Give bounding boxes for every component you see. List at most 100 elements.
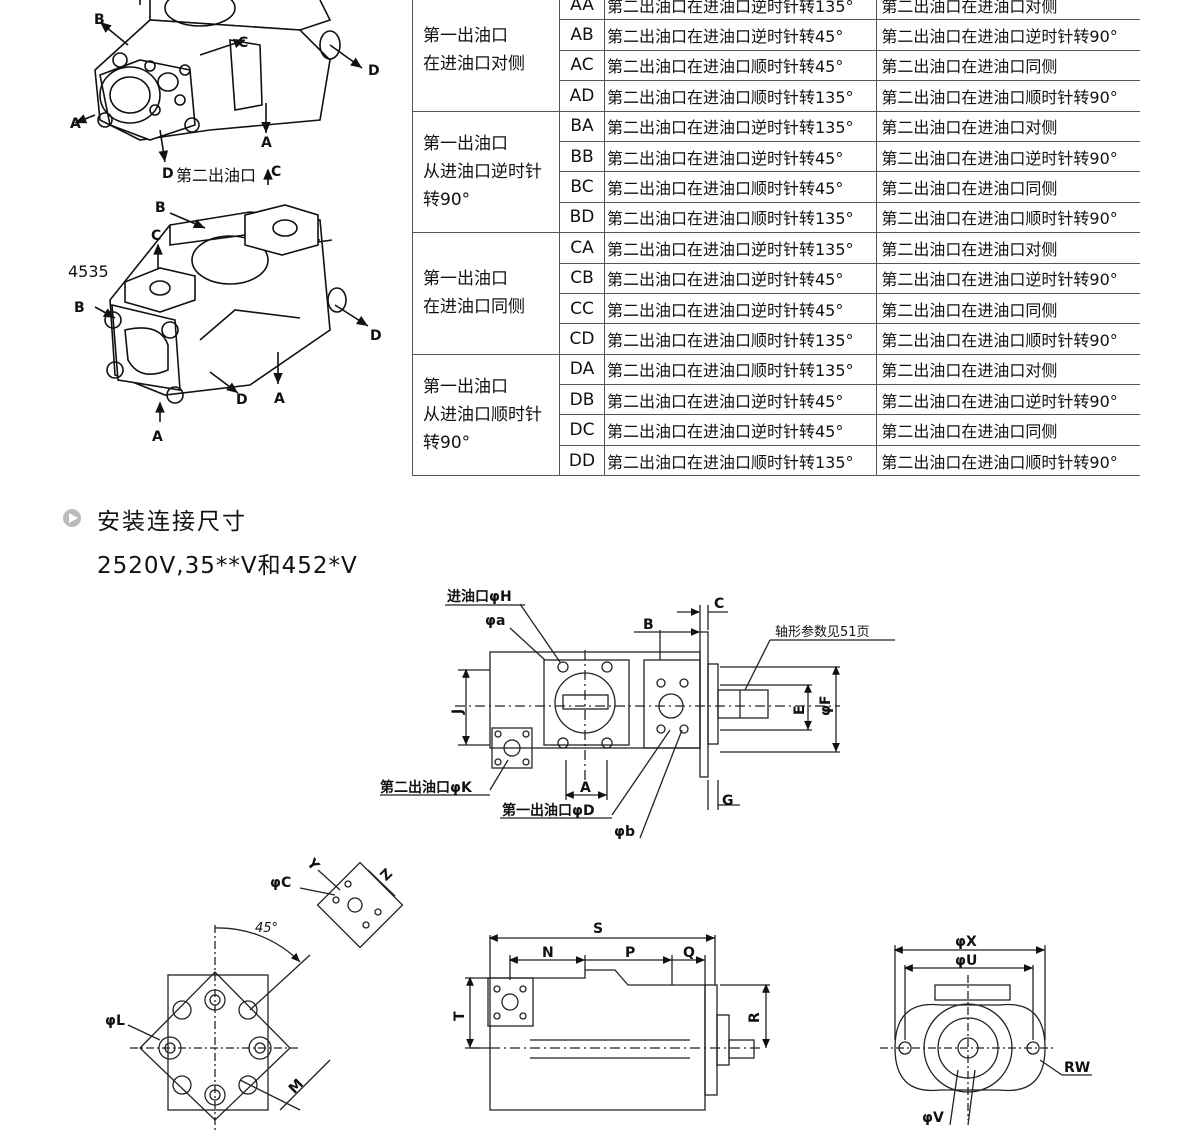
- code-cell: CD: [559, 323, 605, 355]
- note-cell: 第二出油口在进油口顺时针转90°: [876, 80, 1140, 112]
- fig-bottom-model: 4535: [68, 262, 109, 281]
- code-cell: AB: [559, 19, 605, 51]
- pump-figure-bottom: [94, 204, 369, 422]
- note-cell: 第二出油口在进油口逆时针转90°: [876, 384, 1140, 416]
- fig-top-label-c: C: [238, 35, 248, 51]
- fig-bottom-label-b: B: [155, 200, 166, 216]
- main-first-outlet: 第一出油口φD: [502, 802, 595, 819]
- note-cell: 第二出油口在进油口顺时针转90°: [876, 445, 1140, 477]
- fig-bottom-label-a2: A: [152, 429, 163, 445]
- code-cell: BD: [559, 202, 605, 234]
- code-cell: BA: [559, 111, 605, 142]
- end-phi-v: φV: [922, 1110, 944, 1126]
- code-cell: AC: [559, 50, 605, 82]
- second-outlet-cell: 第二出油口在进油口顺时针转45°: [604, 50, 878, 82]
- fig-top-label-d2: D: [162, 166, 174, 182]
- second-outlet-cell: 第二出油口在进油口逆时针转45°: [604, 293, 878, 325]
- main-phi-a: φa: [485, 613, 505, 629]
- code-cell: DD: [559, 445, 605, 477]
- code-cell: BB: [559, 141, 605, 173]
- fig-bottom-label-d: D: [370, 328, 382, 344]
- note-cell: 第二出油口在进油口对侧: [876, 232, 1140, 264]
- note-cell: 第二出油口在进油口对侧: [876, 354, 1140, 386]
- second-outlet-cell: 第二出油口在进油口顺时针转135°: [604, 323, 878, 355]
- group-label-line: 第一出油口: [423, 269, 508, 290]
- flange-phi-l: φL: [105, 1013, 125, 1029]
- note-cell: 第二出油口在进油口对侧: [876, 111, 1140, 142]
- main-shaft-note: 轴形参数见51页: [775, 624, 870, 640]
- group-label-line: 从进油口逆时针: [423, 161, 542, 182]
- group-label-line: 第一出油口: [423, 133, 508, 154]
- group-label-line: 第一出油口: [423, 376, 508, 397]
- main-g: G: [722, 793, 734, 809]
- pump-figure-top: [74, 0, 363, 185]
- group-label: 第一出油口从进油口逆时针转90°: [412, 111, 560, 234]
- fig-bottom-label-c: C: [151, 228, 161, 244]
- side-s: S: [593, 921, 603, 937]
- side-r: R: [747, 1012, 763, 1023]
- group-label-line: 第一出油口: [423, 26, 508, 47]
- note-cell: 第二出油口在进油口顺时针转90°: [876, 323, 1140, 355]
- group-label-line: 从进油口顺时针: [423, 404, 542, 425]
- group-label: 第一出油口在进油口对侧: [412, 0, 560, 112]
- second-outlet-cell: 第二出油口在进油口顺时针转45°: [604, 171, 878, 203]
- main-second-outlet: 第二出油口φK: [380, 779, 473, 796]
- note-cell: 第二出油口在进油口逆时针转90°: [876, 263, 1140, 294]
- fig-top-second-outlet: 第二出油口: [176, 166, 256, 185]
- fig-bottom-label-d2: D: [236, 392, 248, 408]
- main-b: B: [643, 617, 654, 633]
- code-cell: CB: [559, 263, 605, 294]
- second-outlet-cell: 第二出油口在进油口顺时针转135°: [604, 354, 878, 386]
- main-c: C: [714, 596, 724, 612]
- second-outlet-cell: 第二出油口在进油口逆时针转45°: [604, 384, 878, 416]
- flange-angle: 45°: [255, 921, 278, 936]
- code-cell: CC: [559, 293, 605, 325]
- code-cell: AA: [559, 0, 605, 21]
- code-cell: AD: [559, 80, 605, 112]
- note-cell: 第二出油口在进油口同侧: [876, 414, 1140, 446]
- group-label: 第一出油口从进油口顺时针转90°: [412, 354, 560, 477]
- fig-top-label-c2: C: [271, 164, 281, 180]
- code-cell: DB: [559, 384, 605, 416]
- group-label-line: 在进油口对侧: [423, 54, 525, 75]
- code-cell: DA: [559, 354, 605, 386]
- drawing-end-view: [880, 945, 1092, 1126]
- main-e: E: [792, 705, 808, 715]
- fig-bottom-label-a: A: [274, 391, 285, 407]
- side-n: N: [542, 945, 554, 961]
- note-cell: 第二出油口在进油口对侧: [876, 0, 1140, 21]
- main-phi-b: φb: [614, 824, 635, 840]
- second-outlet-cell: 第二出油口在进油口逆时针转135°: [604, 232, 878, 264]
- group-label-line: 在进油口同侧: [423, 297, 525, 318]
- second-outlet-cell: 第二出油口在进油口顺时针转135°: [604, 80, 878, 112]
- main-j: J: [450, 709, 466, 715]
- group-label-line: 转90°: [423, 432, 471, 453]
- second-outlet-cell: 第二出油口在进油口顺时针转135°: [604, 202, 878, 234]
- drawing-main-view: [380, 603, 895, 839]
- group-label: 第一出油口在进油口同侧: [412, 232, 560, 355]
- fig-top-label-d: D: [368, 63, 380, 79]
- note-cell: 第二出油口在进油口同侧: [876, 171, 1140, 203]
- code-cell: DC: [559, 414, 605, 446]
- note-cell: 第二出油口在进油口逆时针转90°: [876, 19, 1140, 51]
- fig-bottom-label-b2: B: [74, 300, 85, 316]
- fig-top-label-a: A: [70, 116, 81, 132]
- end-phi-u: φU: [955, 953, 977, 969]
- note-cell: 第二出油口在进油口同侧: [876, 50, 1140, 82]
- second-outlet-cell: 第二出油口在进油口逆时针转135°: [604, 0, 878, 21]
